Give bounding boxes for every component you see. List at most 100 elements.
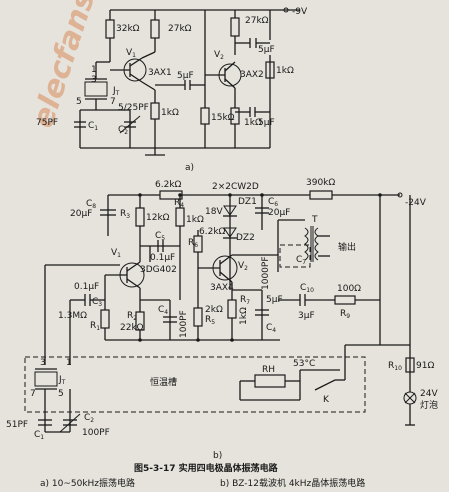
- label-c-5uf-b: 5μF: [258, 118, 275, 128]
- label-r6: R6: [188, 238, 198, 249]
- label-pin5b: 5: [58, 389, 64, 399]
- resistor-r8-390k: [309, 190, 333, 200]
- resistor-r4: [175, 207, 185, 227]
- resistor-27k-a: [150, 19, 160, 39]
- label-r4: R4: [174, 198, 184, 209]
- label-lamp: 灯泡: [420, 399, 438, 411]
- label-temp: 53°C: [293, 359, 315, 369]
- label-diodes: 2×2CW2D: [212, 182, 259, 192]
- label-r5-val: 2kΩ: [205, 305, 223, 315]
- label-r7: R7: [240, 295, 250, 306]
- label-r2-val: 22kΩ: [120, 323, 144, 333]
- label-r7-val: 1kΩ: [239, 307, 249, 325]
- figure-sub-b: b) BZ-12载波机 4kHz晶体振荡电路: [220, 477, 365, 489]
- caption-a: a): [185, 163, 194, 173]
- label-c4b-val: 5μF: [266, 295, 283, 305]
- label-pin7: 7: [110, 97, 116, 107]
- label-t1-b: 3DG402: [140, 265, 177, 275]
- label-v1-b: V1: [111, 248, 121, 259]
- label-v1-a: V1: [126, 48, 136, 59]
- circuit-a: [74, 7, 300, 156]
- resistor-r2: [135, 311, 145, 331]
- label-r-1k-v2: 1kΩ: [244, 118, 262, 128]
- label-jt-b: JT: [58, 375, 66, 386]
- label-pin1b: 1: [66, 358, 72, 368]
- label-c4b: C4: [266, 323, 276, 334]
- heater-rh: [254, 374, 286, 388]
- label-c3: C3: [92, 297, 102, 308]
- label-c1-b: C1: [34, 430, 44, 441]
- label-supply-b: -24V: [405, 198, 427, 208]
- label-t2-a: 3AX2: [240, 70, 264, 80]
- figure-sub-a: a) 10~50kHz振荡电路: [40, 477, 135, 489]
- resistor-r1: [100, 309, 110, 329]
- resistor-27k-b: [230, 17, 240, 37]
- label-r-15k: 15kΩ: [211, 113, 235, 123]
- label-k: K: [323, 395, 330, 405]
- label-v2-a: V2: [214, 50, 224, 61]
- crystal-jt-a: [84, 81, 108, 97]
- crystal-jt-b: [34, 371, 58, 387]
- resistor-r9: [334, 295, 356, 305]
- label-c7-val: 1000PF: [261, 256, 271, 290]
- resistor-15k: [200, 107, 210, 125]
- label-v-18: 18V: [205, 207, 223, 217]
- resistor-1k-v1: [150, 102, 160, 120]
- label-c10: C10: [300, 283, 314, 294]
- label-r-32k: 32kΩ: [116, 24, 140, 34]
- label-c7: C7: [296, 255, 306, 266]
- resistor-r7: [227, 299, 237, 319]
- label-r-1k-right: 1kΩ: [276, 66, 294, 76]
- label-c8-val: 20μF: [70, 209, 92, 219]
- label-c1-a: C1: [88, 121, 98, 132]
- label-r9-val: 100Ω: [337, 284, 361, 294]
- resistor-32k: [105, 19, 115, 39]
- label-r10: R10: [388, 361, 402, 372]
- label-c5: C5: [155, 231, 165, 242]
- label-c8: C8: [86, 199, 96, 210]
- resistor-r3: [135, 207, 145, 227]
- label-pin3: 3: [91, 75, 97, 85]
- label-r-1k-v1: 1kΩ: [161, 108, 179, 118]
- label-r1: R1: [90, 321, 100, 332]
- label-c4: C4: [158, 305, 168, 316]
- resistor-r6: [193, 235, 203, 253]
- label-rh: RH: [262, 365, 275, 375]
- caption-b: b): [213, 451, 222, 461]
- c7-box: [279, 244, 311, 268]
- label-r4-val2: 1kΩ: [186, 215, 204, 225]
- label-c2-b-val: 100PF: [82, 428, 110, 438]
- label-supply-a: -9V: [292, 7, 308, 17]
- label-r4-val: 6.2kΩ: [155, 180, 182, 190]
- label-dz2: DZ2: [236, 233, 255, 243]
- label-c2-a: C2: [118, 125, 128, 136]
- label-c-75pf: 75PF: [36, 118, 58, 128]
- label-r-27k-b: 27kΩ: [245, 16, 269, 26]
- label-dz1: DZ1: [238, 197, 257, 207]
- label-r1-val: 1.3MΩ: [58, 311, 87, 321]
- label-jt-a: JT: [112, 86, 120, 97]
- label-t2-b: 3AX4: [210, 283, 234, 293]
- label-r5: R5: [205, 315, 215, 326]
- label-pin1: 1: [91, 65, 97, 75]
- label-r3: R3: [120, 209, 130, 220]
- resistor-1k-v2: [230, 107, 240, 125]
- label-c1-b-val: 51PF: [6, 420, 28, 430]
- label-transformer-t: T: [311, 215, 318, 225]
- label-c-5uf-a: 5μF: [177, 71, 194, 81]
- label-c2-b: C2: [84, 413, 94, 424]
- zener-dz2: [223, 227, 237, 238]
- label-c-coupling-a: 5μF: [258, 45, 275, 55]
- label-r9: R9: [340, 309, 350, 320]
- label-lamp-v: 24V: [420, 389, 438, 399]
- label-output: 输出: [338, 241, 356, 253]
- label-oven: 恒温槽: [150, 376, 177, 388]
- label-r2: R2: [127, 311, 137, 322]
- resistor-r5: [193, 307, 203, 327]
- label-pin7b: 7: [30, 389, 36, 399]
- label-c6-val: 20μF: [268, 208, 290, 218]
- label-r-27k-a: 27kΩ: [168, 24, 192, 34]
- label-pin3b: 3: [40, 358, 46, 368]
